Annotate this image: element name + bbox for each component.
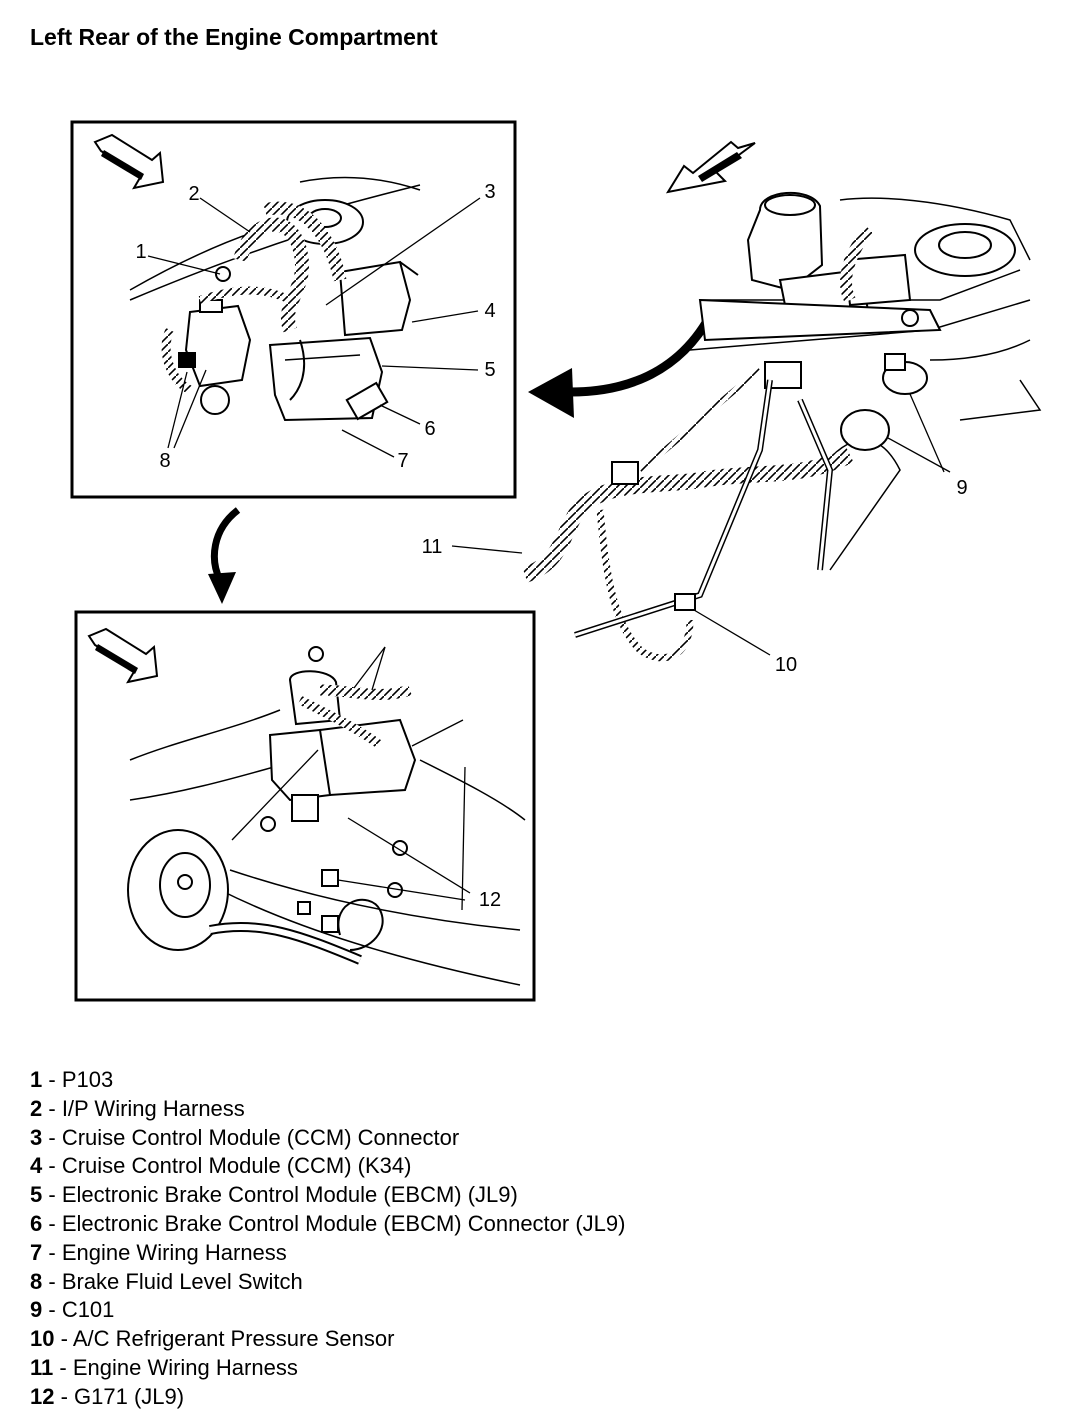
forward-arrow-icon [665,140,756,194]
callout-2: 2 [188,183,199,205]
legend-item: 8 - Brake Fluid Level Switch [30,1268,303,1294]
callout-9: 9 [956,477,967,499]
engine-compartment-diagram: 1 2 3 4 5 6 7 8 [70,120,1042,1002]
callout-5: 5 [484,359,495,381]
legend-item: 4 - Cruise Control Module (CCM) (K34) [30,1153,412,1179]
legend-item: 7 - Engine Wiring Harness [30,1239,287,1265]
callout-8: 8 [159,450,170,472]
forward-arrow-icon [87,627,159,684]
callout-10: 10 [775,654,797,676]
legend-item: 10 - A/C Refrigerant Pressure Sensor [30,1326,395,1352]
callout-12: 12 [479,889,501,911]
legend-item: 5 - Electronic Brake Control Module (EBC… [30,1182,518,1208]
curved-arrow-icon [528,313,714,418]
legend-item: 11 - Engine Wiring Harness [30,1354,298,1380]
callout-6: 6 [424,418,435,440]
legend: 1 - P103 2 - I/P Wiring Harness 3 - Crui… [30,1066,625,1412]
callout-3: 3 [484,181,495,203]
main-view-right: 9 10 11 [422,140,1042,676]
detail-view-bottom: 12 [74,610,536,1002]
legend-item: 2 - I/P Wiring Harness [30,1095,245,1121]
page-title: Left Rear of the Engine Compartment [30,24,438,50]
callout-7: 7 [397,450,408,472]
callout-1: 1 [135,241,146,263]
curved-arrow-down-icon [208,507,241,604]
legend-item: 6 - Electronic Brake Control Module (EBC… [30,1210,626,1236]
forward-arrow-icon [93,133,165,190]
callout-4: 4 [484,300,495,322]
detail-view-top: 1 2 3 4 5 6 7 8 [70,120,517,499]
legend-item: 3 - Cruise Control Module (CCM) Connecto… [30,1124,460,1150]
legend-item: 1 - P103 [30,1067,114,1092]
legend-item: 12 - G171 (JL9) [30,1383,185,1409]
callout-11: 11 [422,536,443,558]
legend-item: 9 - C101 [30,1297,115,1323]
